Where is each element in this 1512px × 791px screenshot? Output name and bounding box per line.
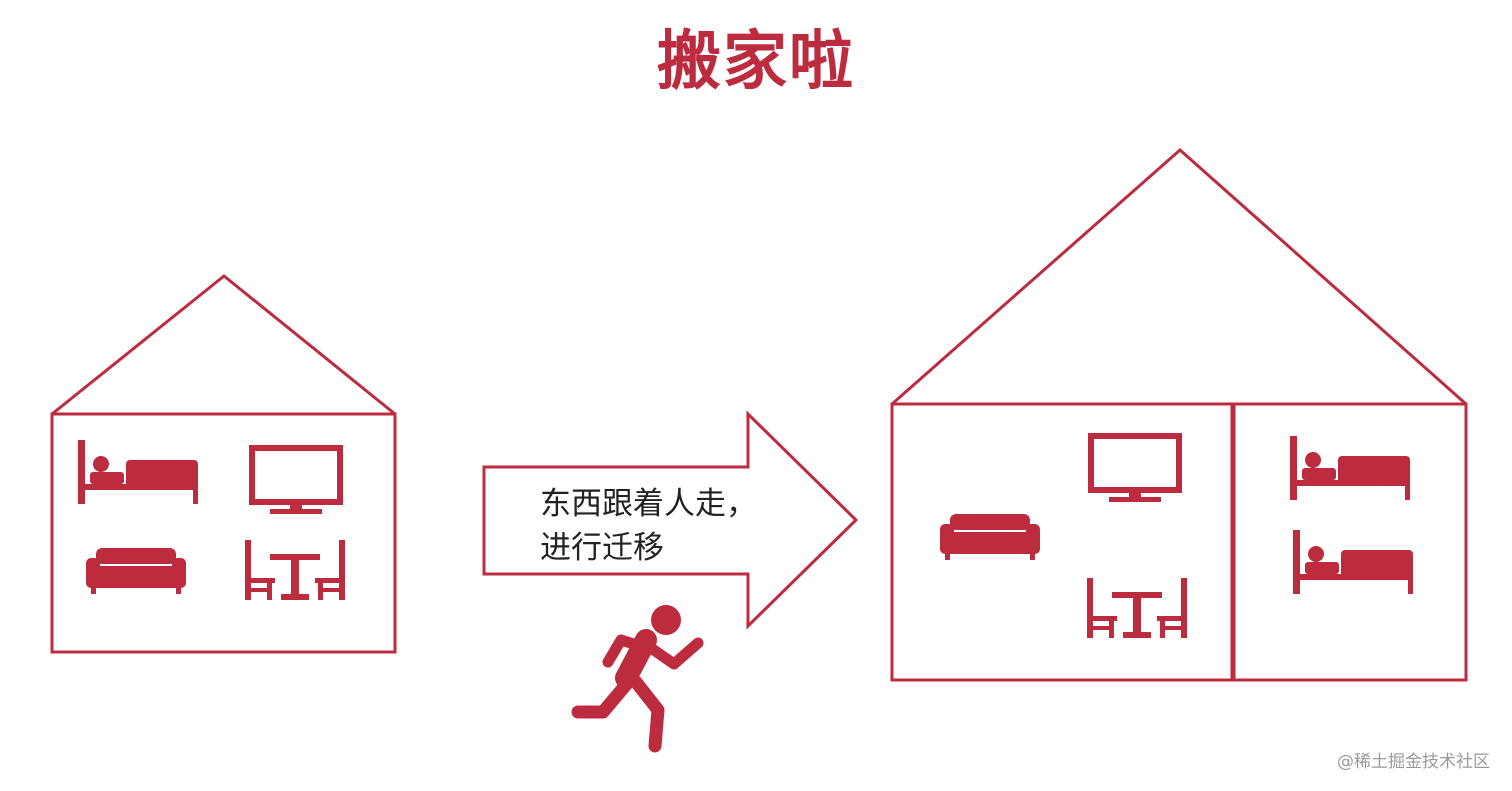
new-house-roof [891, 147, 1467, 406]
sofa-icon [86, 548, 186, 594]
page-title: 搬家啦 [657, 25, 855, 99]
old-house [50, 274, 397, 654]
bed-icon [1293, 530, 1413, 594]
new-house-side-room [1232, 402, 1468, 682]
migration-arrow [482, 410, 859, 630]
bed-icon [78, 440, 198, 504]
tv-icon [252, 448, 340, 514]
dining-table-icon [245, 540, 345, 600]
tv-icon [1091, 436, 1179, 502]
arrow-label-line-2: 进行迁移 [540, 530, 664, 566]
arrow-label-line-1: 东西跟着人走， [540, 486, 757, 522]
new-house [890, 147, 1468, 682]
old-house-body [50, 412, 397, 654]
bed-icon [1290, 436, 1410, 500]
arrow-label: 东西跟着人走， 进行迁移 [540, 482, 800, 570]
sofa-icon [940, 514, 1040, 560]
watermark: @稀土掘金技术社区 [1337, 752, 1490, 772]
running-person-icon [571, 605, 704, 753]
old-house-roof [51, 274, 396, 416]
new-house-main-room [890, 402, 1234, 682]
new-house-furniture [940, 436, 1413, 638]
old-house-furniture [78, 440, 345, 600]
dining-table-icon [1087, 578, 1187, 638]
